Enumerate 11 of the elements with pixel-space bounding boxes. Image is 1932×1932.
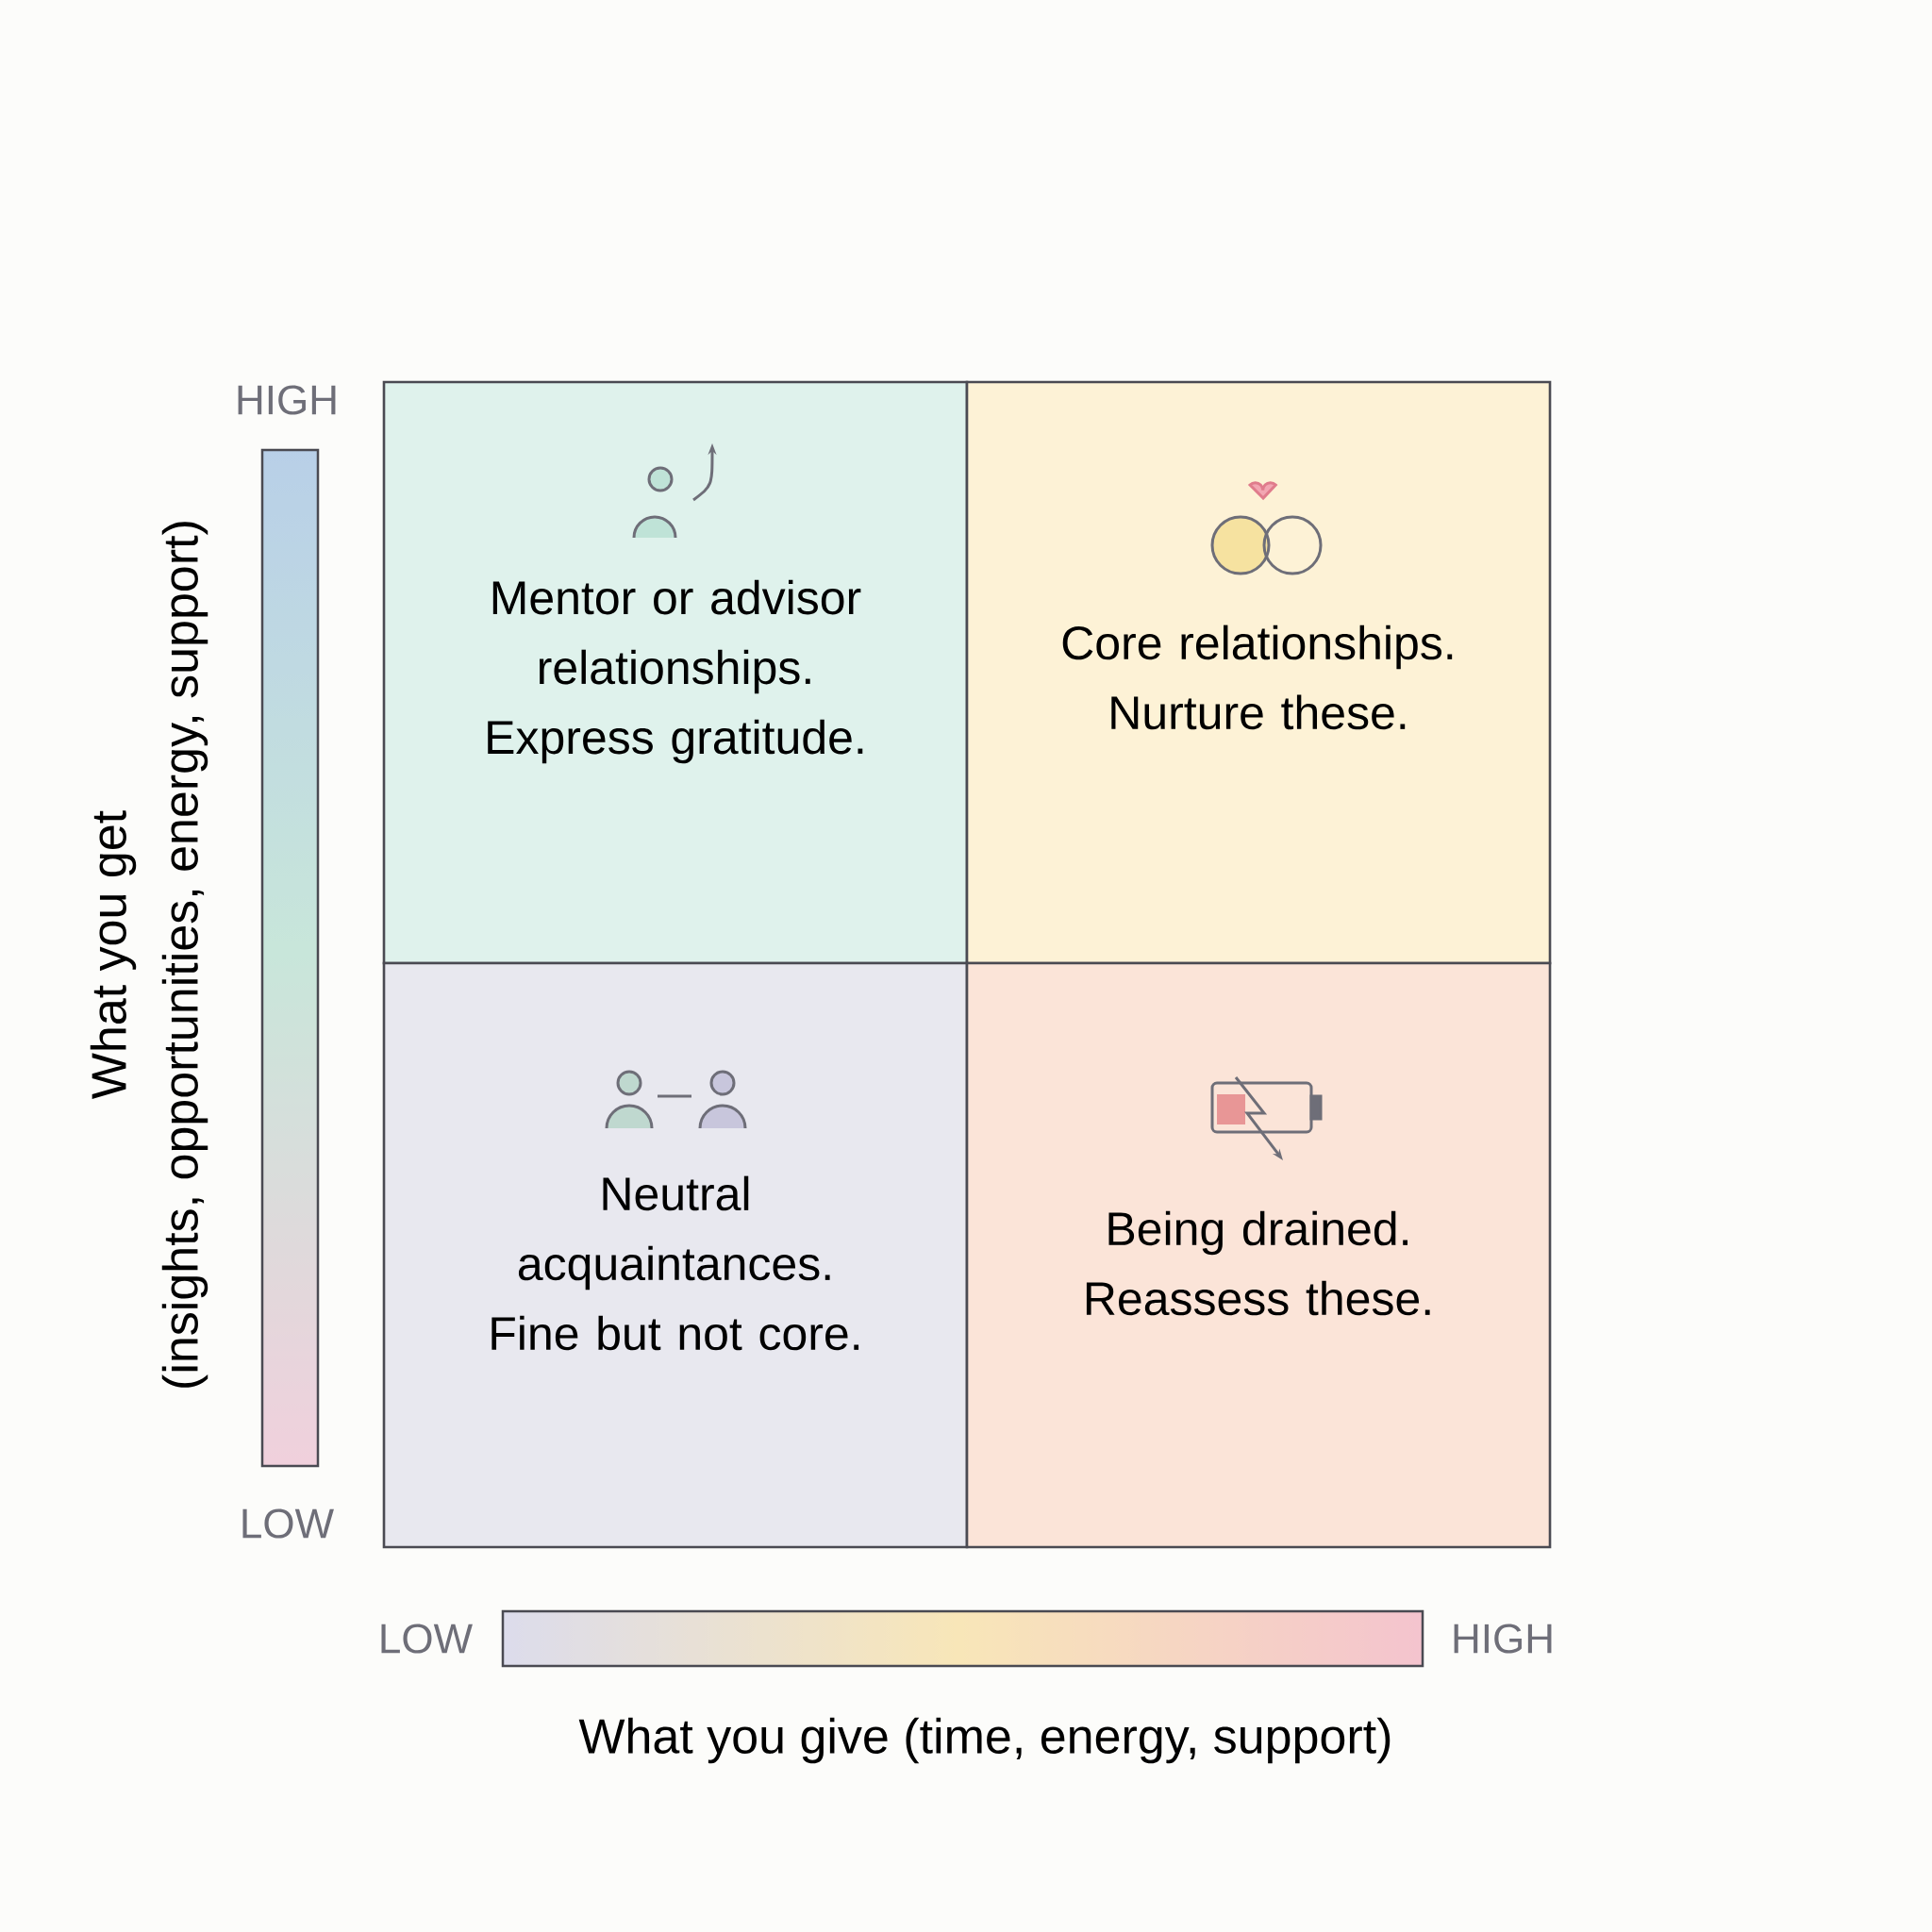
axis-tick-label: LOW [381, 1624, 473, 1654]
quadrant-box: Being drained. Reassess these. [965, 961, 1552, 1549]
quadrant-box: Mentor or advisor relationships. Express gratitude. [382, 380, 969, 965]
axis-tick-label: HIGH [1454, 1624, 1552, 1654]
axis-tick-label: LOW [242, 1508, 334, 1539]
axis-subtitle: (insights, opportunities, energy, support) [161, 522, 208, 1388]
axis-title: What you give (time, energy, support) [578, 1717, 1391, 1764]
quadrant-box: Core relationships. Nurture these. [965, 380, 1552, 965]
axis-title: What you get [90, 810, 137, 1099]
quadrant-box: Neutral acquaintances. Fine but not core. [382, 961, 969, 1549]
axis-tick-label: HIGH [238, 385, 336, 415]
